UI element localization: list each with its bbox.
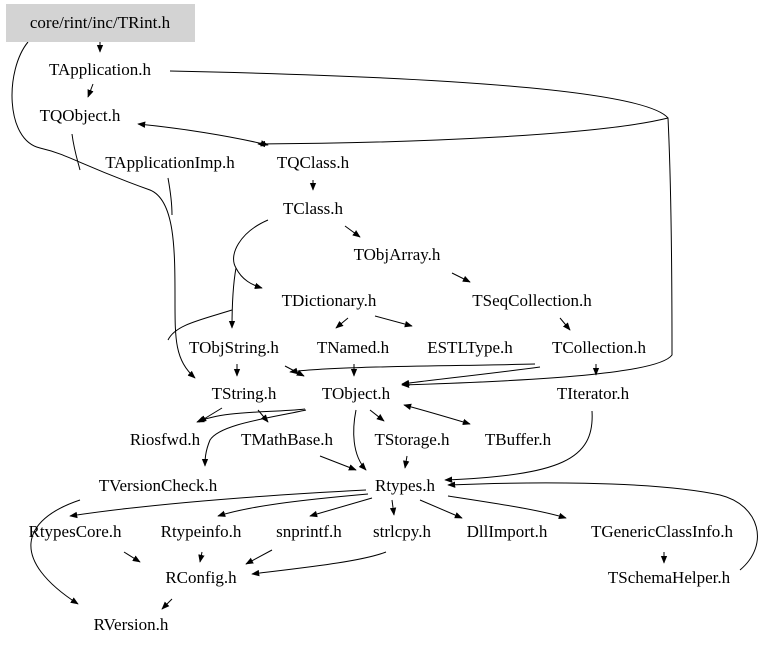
node-tseqcollection[interactable]: TSeqCollection.h (472, 291, 592, 310)
node-tcollection[interactable]: TCollection.h (552, 338, 646, 357)
edge-tclass-tobjstring (228, 267, 237, 329)
edge-tclass-tobjarray (344, 225, 361, 238)
edge-tversioncheck-rversion (30, 499, 81, 605)
node-rconfig[interactable]: RConfig.h (165, 568, 237, 587)
node-trint[interactable]: core/rint/inc/TRint.h (30, 13, 171, 32)
edge-tapplication-tqobject (87, 83, 94, 98)
edge-tdictionary-tnamed (335, 317, 349, 329)
node-tgenericclassinfo[interactable]: TGenericClassInfo.h (591, 522, 734, 541)
node-strlcpy[interactable]: strlcpy.h (373, 522, 431, 541)
edge-rtypes-rtypescore (69, 489, 367, 519)
edge-tobject-tstorage (369, 409, 385, 422)
edge-rtypescore-rconfig (123, 551, 141, 563)
node-rtypescore[interactable]: RtypesCore.h (28, 522, 122, 541)
edge-tobjarray-tseqcollection (451, 272, 471, 283)
edge-tcollection-tobject (401, 366, 541, 387)
node-rtypes[interactable]: Rtypes.h (375, 476, 435, 495)
edges (11, 41, 758, 610)
edge-tschemahelper-rtypes (447, 481, 758, 571)
node-tstring[interactable]: TString.h (212, 384, 277, 403)
node-tschemahelper[interactable]: TSchemaHelper.h (608, 568, 731, 587)
edge-rtypes-snprintf (309, 497, 373, 518)
edge-tstring-tmathbase (257, 409, 269, 423)
edge-tobject-riosfwd (196, 408, 306, 423)
edge-strlcpy-rconfig (251, 551, 387, 577)
node-tversioncheck[interactable]: TVersionCheck.h (99, 476, 218, 495)
edge-tapplication-tobject (169, 70, 673, 388)
node-tobjarray[interactable]: TObjArray.h (354, 245, 441, 264)
edge-rtypes-strlcpy (389, 499, 397, 516)
node-titerator[interactable]: TIterator.h (557, 384, 630, 403)
edge-tmathbase-rtypes (319, 455, 357, 471)
edge-tobject-tbuffer (403, 403, 471, 425)
node-tobjstring[interactable]: TObjString.h (189, 338, 279, 357)
edge-tqobject-tqclass (137, 121, 269, 147)
edge-rconfig-rversion (161, 598, 173, 610)
node-rtypeinfo[interactable]: Rtypeinfo.h (161, 522, 242, 541)
node-tobject[interactable]: TObject.h (322, 384, 391, 403)
edge-tapplication-tqclass (257, 117, 669, 148)
edge-snprintf-rconfig (245, 549, 273, 565)
edge-tobject-rtypes (353, 409, 367, 471)
node-tnamed[interactable]: TNamed.h (317, 338, 390, 357)
edge-tstring-riosfwd (198, 407, 223, 423)
node-tdictionary[interactable]: TDictionary.h (282, 291, 377, 310)
edge-rtypeinfo-rconfig (198, 551, 205, 563)
node-tmathbase[interactable]: TMathBase.h (241, 430, 334, 449)
edge-tobject-tversioncheck (201, 409, 307, 467)
edge-rtypes-dllimport (419, 499, 463, 519)
edge-trint-tstring (11, 41, 196, 379)
node-dllimport[interactable]: DllImport.h (467, 522, 548, 541)
node-tapplication[interactable]: TApplication.h (49, 60, 152, 79)
edge-tdictionary-estltype (374, 315, 413, 328)
edge-rtypes-rtypeinfo (217, 493, 369, 517)
node-tqobject[interactable]: TQObject.h (40, 106, 121, 125)
edge-rtypes-tgenericclassinfo (447, 495, 567, 519)
node-tstorage[interactable]: TStorage.h (374, 430, 450, 449)
edge-tseqcollection-tcollection (559, 317, 571, 331)
edge-tqobject-tapplicationimp (71, 133, 81, 171)
root-node-box (6, 4, 195, 42)
nodes: core/rint/inc/TRint.h TApplication.h TQO… (6, 4, 734, 634)
edge-tstorage-rtypes (403, 455, 410, 469)
edge-tclass-tstring (167, 309, 233, 341)
node-estltype[interactable]: ESTLType.h (427, 338, 513, 357)
node-riosfwd[interactable]: Riosfwd.h (130, 430, 201, 449)
edge-tclass-tdictionary (233, 219, 269, 289)
node-snprintf[interactable]: snprintf.h (276, 522, 342, 541)
node-tclass[interactable]: TClass.h (283, 199, 343, 218)
node-tqclass[interactable]: TQClass.h (277, 153, 350, 172)
edge-tobjstring-tobject (284, 365, 305, 377)
edge-tapplicationimp-tstring (167, 177, 173, 216)
node-tapplicationimp[interactable]: TApplicationImp.h (105, 153, 235, 172)
node-rversion[interactable]: RVersion.h (94, 615, 169, 634)
edge-titerator-rtypes (444, 410, 593, 483)
edge-tcollection-tstring (289, 363, 536, 375)
node-tbuffer[interactable]: TBuffer.h (485, 430, 552, 449)
